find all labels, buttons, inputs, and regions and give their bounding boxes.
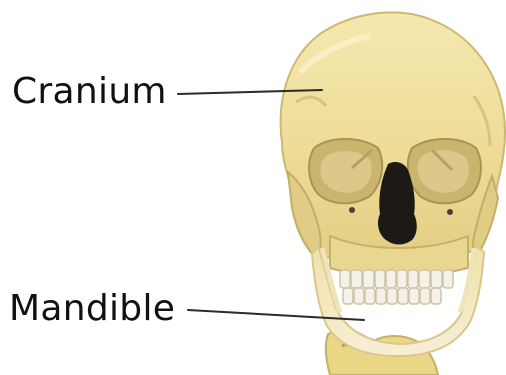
teeth <box>340 270 453 304</box>
label-mandible: Mandible <box>9 291 175 327</box>
label-cranium: Cranium <box>12 74 167 110</box>
